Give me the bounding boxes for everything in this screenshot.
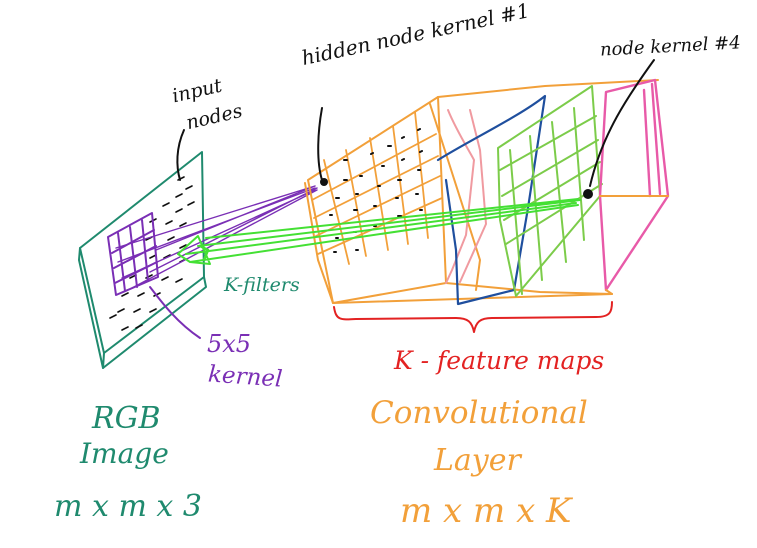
layer-label: Layer [434, 443, 521, 478]
hidden-node-arrow [317, 107, 323, 181]
kernel-patch [107, 212, 159, 296]
input-nodes-arrow [176, 129, 185, 181]
conv-layer-right [599, 195, 669, 295]
conv-layer-volume [332, 79, 659, 304]
k-filter-lines [177, 198, 581, 265]
hidden-node-marker [320, 178, 328, 186]
feature-maps-label: K - feature maps [394, 346, 605, 375]
rgb-label: RGB [92, 401, 161, 436]
feature-map-blue [436, 94, 547, 306]
image-label: Image [80, 437, 169, 470]
feature-maps-brace [333, 301, 613, 333]
kernel-connections [115, 185, 318, 289]
feature-map-pink [598, 78, 670, 292]
node-kernel4-arrow [589, 59, 655, 187]
kernel-pointer [149, 286, 201, 339]
conv-front-grid [311, 111, 443, 265]
rgb-image-slab [78, 151, 207, 369]
k-filters-label: K-filters [224, 274, 300, 296]
k-filter-tip [198, 244, 210, 262]
kernel-label: kernel [207, 361, 284, 393]
image-dims-label: m x m x 3 [54, 489, 202, 524]
kernel-weights [329, 128, 423, 253]
conv-label: Convolutional [370, 395, 588, 431]
node-kernel4-marker [583, 189, 593, 199]
kernel-size-label: 5x5 [207, 330, 252, 358]
feature-map-red [445, 109, 487, 284]
layer-dims-label: m x m x K [400, 491, 572, 531]
